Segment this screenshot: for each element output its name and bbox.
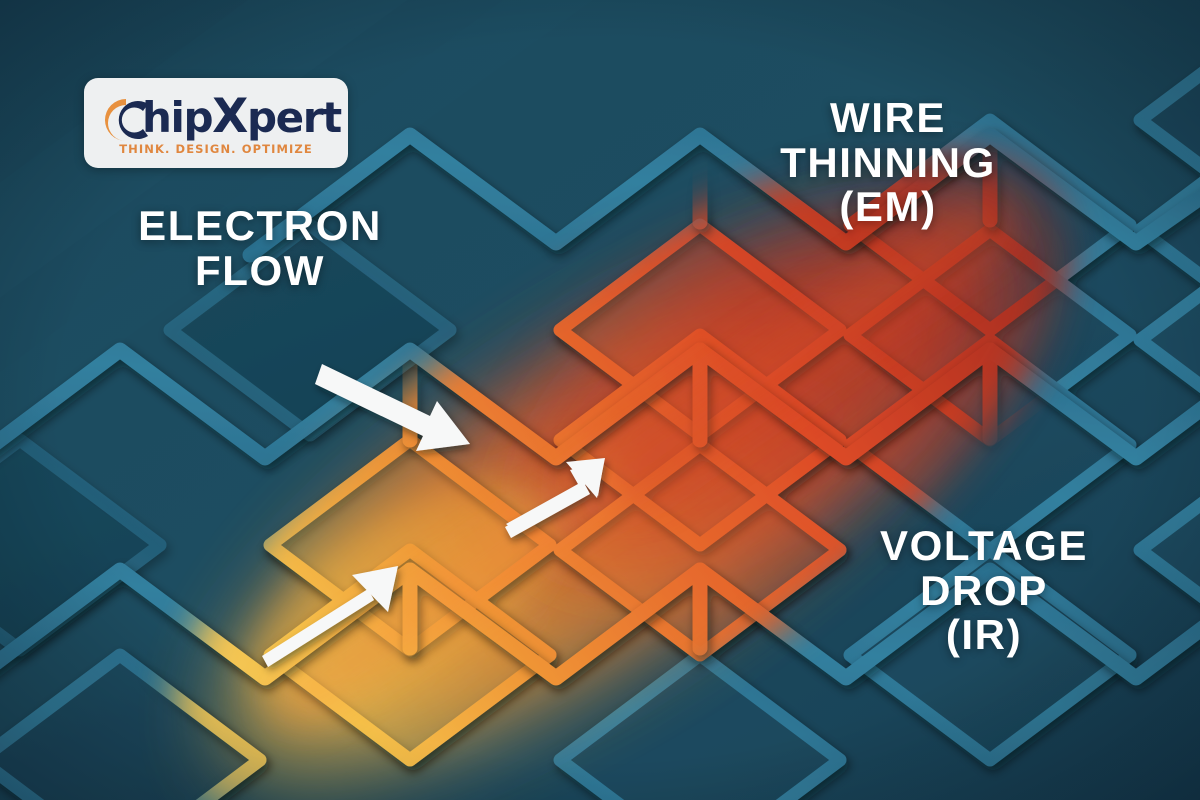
logo-text-pert: pert: [247, 93, 342, 142]
logo-text-chip: hip: [142, 93, 214, 142]
logo-wordmark: hipXpert: [98, 92, 342, 144]
logo-text: hipXpert: [142, 89, 342, 144]
label-electron-flow: ELECTRON FLOW: [138, 202, 382, 294]
label-wire-thinning: WIRE THINNING (EM): [780, 94, 996, 231]
logo-tagline: THINK. DESIGN. OPTIMIZE: [119, 142, 313, 156]
chipxpert-logo[interactable]: hipXpert THINK. DESIGN. OPTIMIZE: [84, 78, 348, 168]
logo-c-icon: [104, 99, 148, 141]
logo-text-x: X: [212, 89, 248, 144]
label-voltage-drop: VOLTAGE DROP (IR): [880, 522, 1088, 659]
